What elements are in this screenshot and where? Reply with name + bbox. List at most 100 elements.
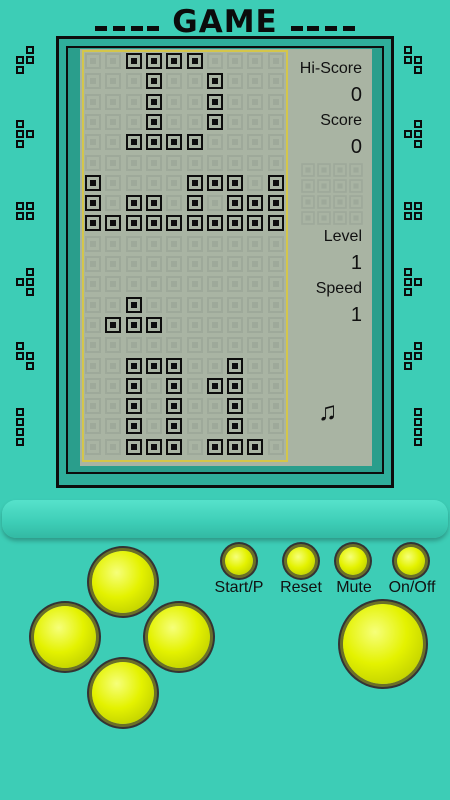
tetromino-block [16,342,24,350]
level-label: Level [323,228,362,245]
dpad-right-button[interactable] [148,606,210,668]
next-cell-empty [317,195,331,209]
board-cell-empty [267,418,284,435]
next-cell-empty [333,163,347,177]
tetromino-block [26,352,34,360]
board-cell-empty [206,276,223,293]
tetromino-block [16,418,24,426]
board-cell-empty [186,337,203,354]
tetromino-block [404,202,412,210]
board-cell-empty [166,73,183,90]
next-piece-preview [300,162,364,226]
tetromino-block [26,362,34,370]
music-note-icon: ♫ [318,396,338,426]
board-cell-empty [227,337,244,354]
tetromino-block [404,212,412,220]
board-cell-empty [247,113,264,130]
board-cell-filled [186,174,203,191]
board-cell-empty [166,256,183,272]
board-cell-filled [206,438,223,455]
score-value: 0 [350,136,362,158]
start-pause-label: Start/P [214,579,264,596]
board-cell-empty [125,113,142,130]
power-button[interactable] [397,547,425,575]
board-cell-empty [247,398,264,415]
board-cell-empty [85,276,101,293]
board-cell-empty [145,256,162,272]
board-cell-empty [206,357,223,374]
left-tetromino-icon [16,46,46,86]
board-cell-empty [125,256,142,272]
board-cell-filled [166,377,183,394]
dpad-up-button[interactable] [92,551,154,613]
board-cell-empty [227,93,244,110]
board-cell-empty [166,276,183,293]
board-cell-empty [85,93,101,110]
board-cell-filled [145,357,162,374]
board-cell-filled [267,215,284,232]
reset-button[interactable] [287,547,315,575]
board-cell-empty [267,357,284,374]
header: GAME [0,0,450,44]
dpad-left-button[interactable] [34,606,96,668]
board-cell-empty [206,134,223,151]
board-cell-empty [267,235,284,252]
board-cell-filled [145,215,162,232]
tetromino-block [26,46,34,54]
board-cell-empty [85,134,101,151]
left-tetromino-icon [16,268,46,308]
tetromino-block [414,438,422,446]
board-cell-filled [247,438,264,455]
board-cell-empty [267,438,284,455]
board-cell-empty [227,134,244,151]
board-cell-empty [206,337,223,354]
board-cell-empty [227,53,244,69]
dpad-down-button[interactable] [92,662,154,724]
board-cell-empty [105,418,122,435]
board-cell-empty [105,73,122,90]
title-dash [131,26,143,31]
board-cell-filled [186,53,203,69]
board-cell-empty [105,398,122,415]
board-cell-empty [267,316,284,333]
tetromino-block [414,140,422,148]
next-cell-empty [317,179,331,193]
board-cell-empty [85,337,101,354]
rotate-button[interactable] [343,604,423,684]
mute-button[interactable] [339,547,367,575]
tetromino-block [404,46,412,54]
tetromino-block [404,352,412,360]
right-tetromino-icon [404,408,434,448]
board-cell-empty [267,296,284,313]
board-cell-empty [105,53,122,69]
tetromino-block [414,120,422,128]
board-cell-empty [267,276,284,293]
tetromino-block [16,140,24,148]
mute-label: Mute [336,579,372,596]
board-cell-empty [166,93,183,110]
tetromino-block [414,418,422,426]
tetromino-block [414,352,422,360]
board-cell-filled [125,215,142,232]
title-dash [147,26,159,31]
title-dash [113,26,125,31]
next-cell-empty [317,163,331,177]
board-cell-empty [85,73,101,90]
board-cell-filled [267,195,284,212]
board-cell-filled [227,418,244,435]
board-cell-filled [145,113,162,130]
tetromino-block [26,288,34,296]
board-cell-filled [206,73,223,90]
left-tetromino-icon [16,202,46,242]
board-cell-empty [206,398,223,415]
board-cell-empty [125,337,142,354]
board-cell-empty [105,296,122,313]
score-panel: Hi-Score 0 Score 0 Level 1 Speed 1 [290,50,370,462]
start-pause-button[interactable] [225,547,253,575]
board-cell-empty [267,134,284,151]
board-cell-empty [85,53,101,69]
speed-value: 1 [350,304,362,326]
board-cell-filled [227,398,244,415]
board-cell-empty [105,377,122,394]
board-cell-empty [247,276,264,293]
